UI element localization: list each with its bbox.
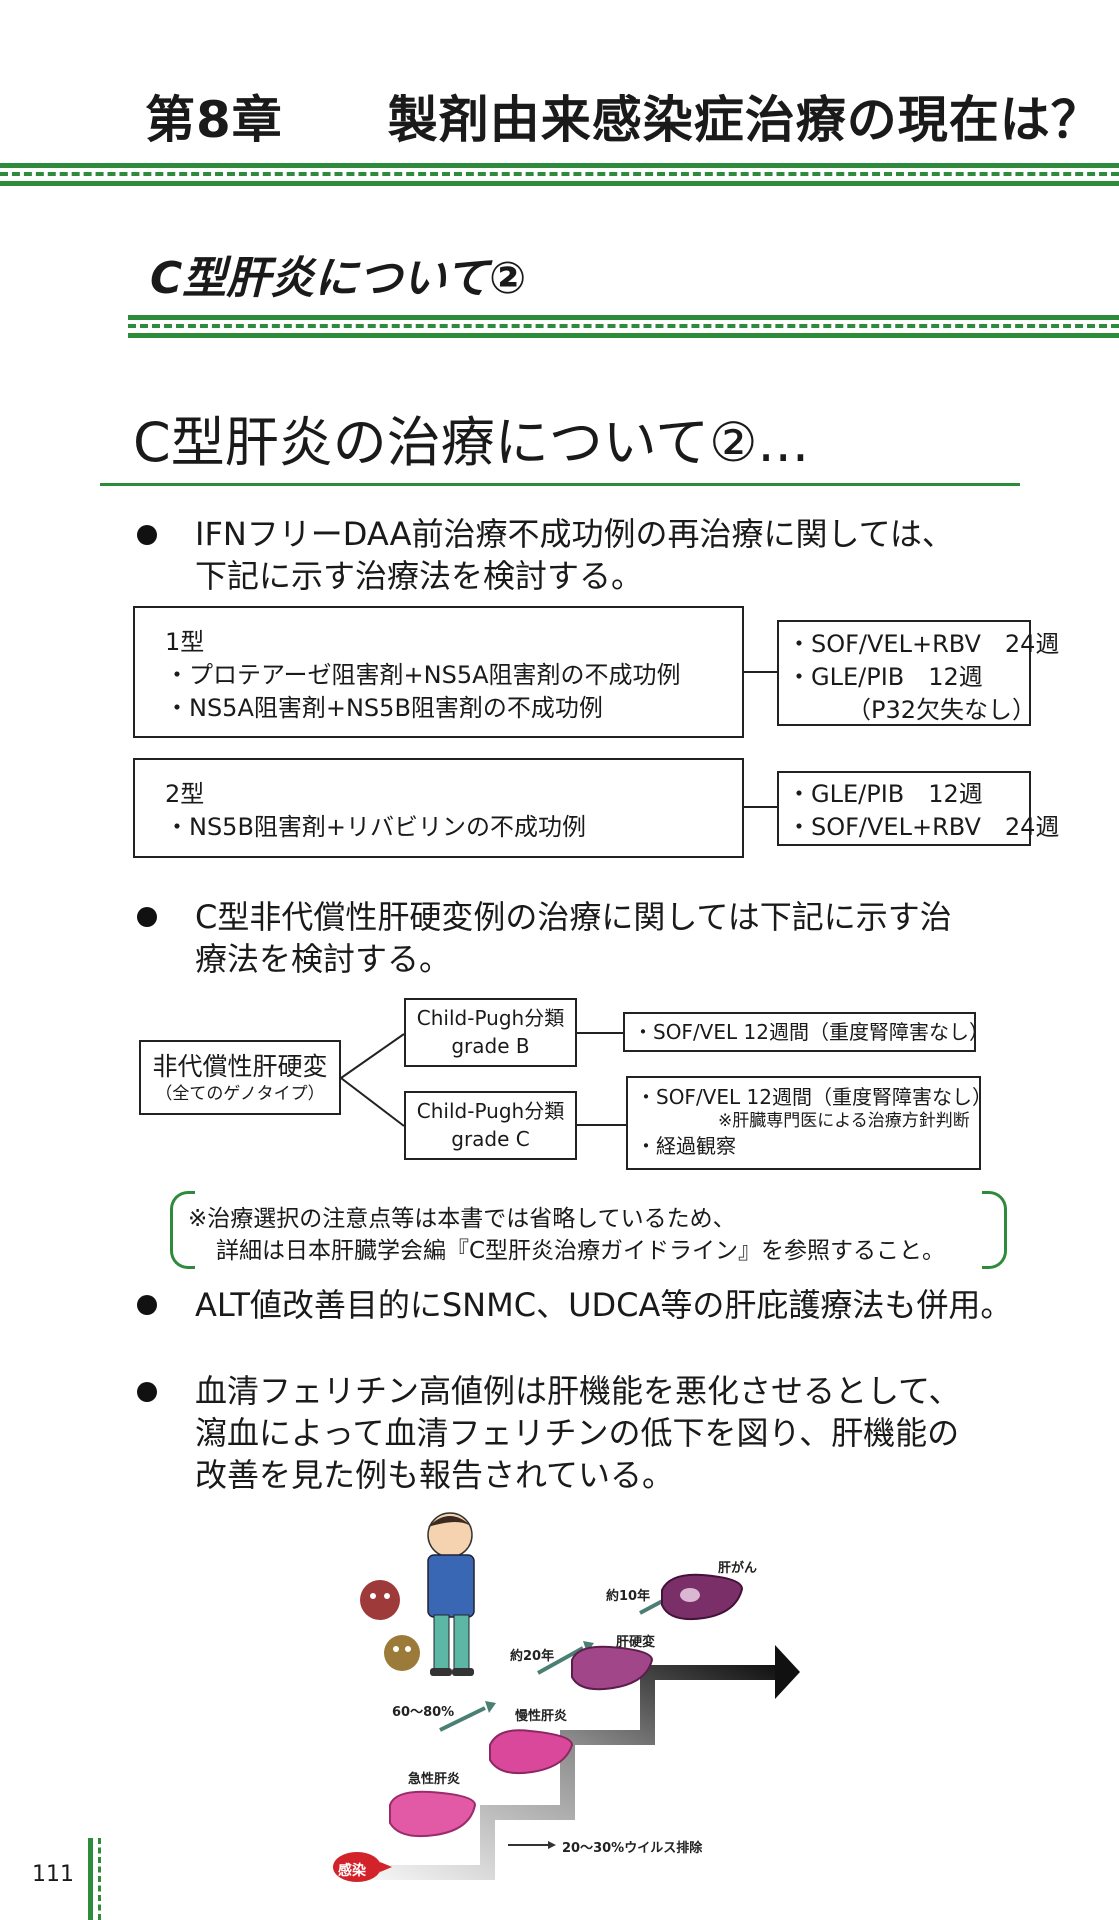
- bullet-4-line-1: 血清フェリチン高値例は肝機能を悪化させるとして、: [195, 1372, 961, 1410]
- section-rule: [128, 315, 1119, 338]
- type2-box: 2型 ・NS5B阻害剤+リバビリンの不成功例: [133, 758, 744, 858]
- years-cirrhosis-label: 約20年: [510, 1649, 555, 1664]
- grade-c-note: ※肝臓専門医による治療方針判断: [718, 1111, 970, 1131]
- type1-item: ・NS5A阻害剤+NS5B阻害剤の不成功例: [165, 694, 603, 722]
- infection-badge: [333, 1852, 381, 1882]
- grade-b-treatment: ・SOF/VEL 12週間（重度腎障害なし）: [633, 1020, 989, 1044]
- bullet-1-text: IFNフリーDAA前治療不成功例の再治療に関しては、 下記に示す治療法を検討する…: [195, 513, 954, 597]
- decomp-sublabel: （全てのゲノタイプ）: [155, 1084, 325, 1104]
- clearance-label: 20～30%ウイルス排除: [562, 1841, 703, 1856]
- connector: [744, 671, 778, 673]
- years-cancer-label: 約10年: [606, 1589, 651, 1604]
- virus-icon: [360, 1580, 420, 1671]
- bullet-dot: [137, 907, 157, 927]
- decomp-box: 非代償性肝硬変 （全てのゲノタイプ）: [139, 1040, 341, 1115]
- bullet-1-line-1: IFNフリーDAA前治療不成功例の再治療に関しては、: [195, 515, 954, 553]
- section-title: C型肝炎について②: [150, 253, 527, 304]
- cancer-label: 肝がん: [718, 1561, 758, 1576]
- disease-progression-illustration: 感染 急性肝炎 60～80% 慢性肝炎 約20年 肝硬変 約10年 肝がん 20…: [310, 1505, 830, 1900]
- connector: [744, 806, 778, 808]
- type1-treatment: ・GLE/PIB 12週: [787, 663, 983, 691]
- grade-c-observation: ・経過観察: [636, 1134, 736, 1158]
- bullet-4-line-2: 瀉血によって血清フェリチンの低下を図り、肝機能の: [195, 1414, 960, 1452]
- cirrhosis-label: 肝硬変: [616, 1635, 656, 1650]
- type2-treatment-box: ・GLE/PIB 12週 ・SOF/VEL+RBV 24週: [777, 771, 1060, 846]
- grade-c-box: Child-Pugh分類 grade C: [404, 1091, 577, 1160]
- type1-label: 1型: [165, 628, 205, 656]
- bullet-4-line-3: 改善を見た例も報告されている。: [195, 1456, 675, 1494]
- note-bracket-left: [170, 1191, 195, 1269]
- note-bracket-right: [982, 1191, 1007, 1269]
- guideline-note: ※治療選択の注意点等は本書では省略しているため、 詳細は日本肝臓学会編『C型肝炎…: [188, 1203, 945, 1267]
- grade-c-line-1: Child-Pugh分類: [416, 1099, 565, 1123]
- slide-title-rule: [100, 483, 1020, 486]
- chapter-heading: 製剤由来感染症治療の現在は？: [387, 91, 1102, 149]
- chronic-label: 慢性肝炎: [515, 1709, 568, 1724]
- grade-b-line-2: grade B: [451, 1034, 530, 1058]
- chronic-liver: [489, 1729, 574, 1775]
- type2-treatment: ・SOF/VEL+RBV 24週: [787, 813, 1060, 841]
- bullet-3-text: ALT値改善目的にSNMC、UDCA等の肝庇護療法も併用。: [195, 1286, 1013, 1324]
- branch-lines: [341, 1033, 405, 1127]
- cancer-liver: [661, 1573, 744, 1621]
- note-line-2: 詳細は日本肝臓学会編『C型肝炎治療ガイドライン』を参照すること。: [216, 1238, 946, 1264]
- type1-item: ・プロテアーゼ阻害剤+NS5A阻害剤の不成功例: [165, 661, 681, 689]
- side-bar-dashed: [98, 1838, 101, 1920]
- progression-stairs: [330, 1512, 800, 1882]
- cirrhosis-liver: [571, 1645, 654, 1691]
- connector: [577, 1124, 627, 1126]
- connector: [577, 1032, 624, 1034]
- bullet-1-line-2: 下記に示す治療法を検討する。: [195, 557, 644, 595]
- bullet-dot: [137, 1382, 157, 1402]
- acute-liver: [389, 1790, 477, 1838]
- type2-item: ・NS5B阻害剤+リバビリンの不成功例: [165, 813, 587, 841]
- sick-person-icon: [427, 1512, 475, 1676]
- bullet-2-text: C型非代償性肝硬変例の治療に関しては下記に示す治 療法を検討する。: [195, 896, 952, 980]
- type2-label: 2型: [165, 780, 205, 808]
- grade-c-line-2: grade C: [451, 1127, 530, 1151]
- grade-c-treatment: ・SOF/VEL 12週間（重度腎障害なし）: [636, 1085, 992, 1109]
- grade-b-line-1: Child-Pugh分類: [416, 1006, 565, 1030]
- acute-label: 急性肝炎: [408, 1772, 461, 1787]
- type2-treatment: ・GLE/PIB 12週: [787, 780, 983, 808]
- side-bar: [88, 1838, 93, 1920]
- page-number: 111: [32, 1862, 74, 1887]
- bullet-2-line-2: 療法を検討する。: [195, 940, 452, 978]
- slide-title: C型肝炎の治療について②...: [133, 411, 809, 474]
- decomp-label: 非代償性肝硬変: [152, 1052, 328, 1081]
- grade-b-box: Child-Pugh分類 grade B: [404, 998, 577, 1067]
- infection-label: 感染: [338, 1863, 366, 1879]
- type1-box: 1型 ・プロテアーゼ阻害剤+NS5A阻害剤の不成功例 ・NS5A阻害剤+NS5B…: [133, 606, 744, 738]
- chronic-rate-label: 60～80%: [392, 1705, 455, 1720]
- grade-c-treatment-box: ・SOF/VEL 12週間（重度腎障害なし） ※肝臓専門医による治療方針判断 ・…: [626, 1076, 992, 1170]
- type1-treatment-note: （P32欠失なし）: [847, 696, 1037, 724]
- chapter-title: 第8章 製剤由来感染症治療の現在は？: [145, 80, 1102, 152]
- bullet-2-line-1: C型非代償性肝硬変例の治療に関しては下記に示す治: [195, 898, 952, 936]
- header-rule: [0, 163, 1119, 186]
- grade-b-treatment-box: ・SOF/VEL 12週間（重度腎障害なし）: [623, 1012, 989, 1052]
- type1-treatment: ・SOF/VEL+RBV 24週: [787, 630, 1060, 658]
- chapter-number: 第8章: [145, 91, 283, 149]
- type1-treatment-box: ・SOF/VEL+RBV 24週 ・GLE/PIB 12週 （P32欠失なし）: [777, 620, 1060, 726]
- note-line-1: ※治療選択の注意点等は本書では省略しているため、: [188, 1206, 736, 1232]
- bullet-dot: [137, 525, 157, 545]
- bullet-4-text: 血清フェリチン高値例は肝機能を悪化させるとして、 瀉血によって血清フェリチンの低…: [195, 1370, 960, 1496]
- bullet-dot: [137, 1295, 157, 1315]
